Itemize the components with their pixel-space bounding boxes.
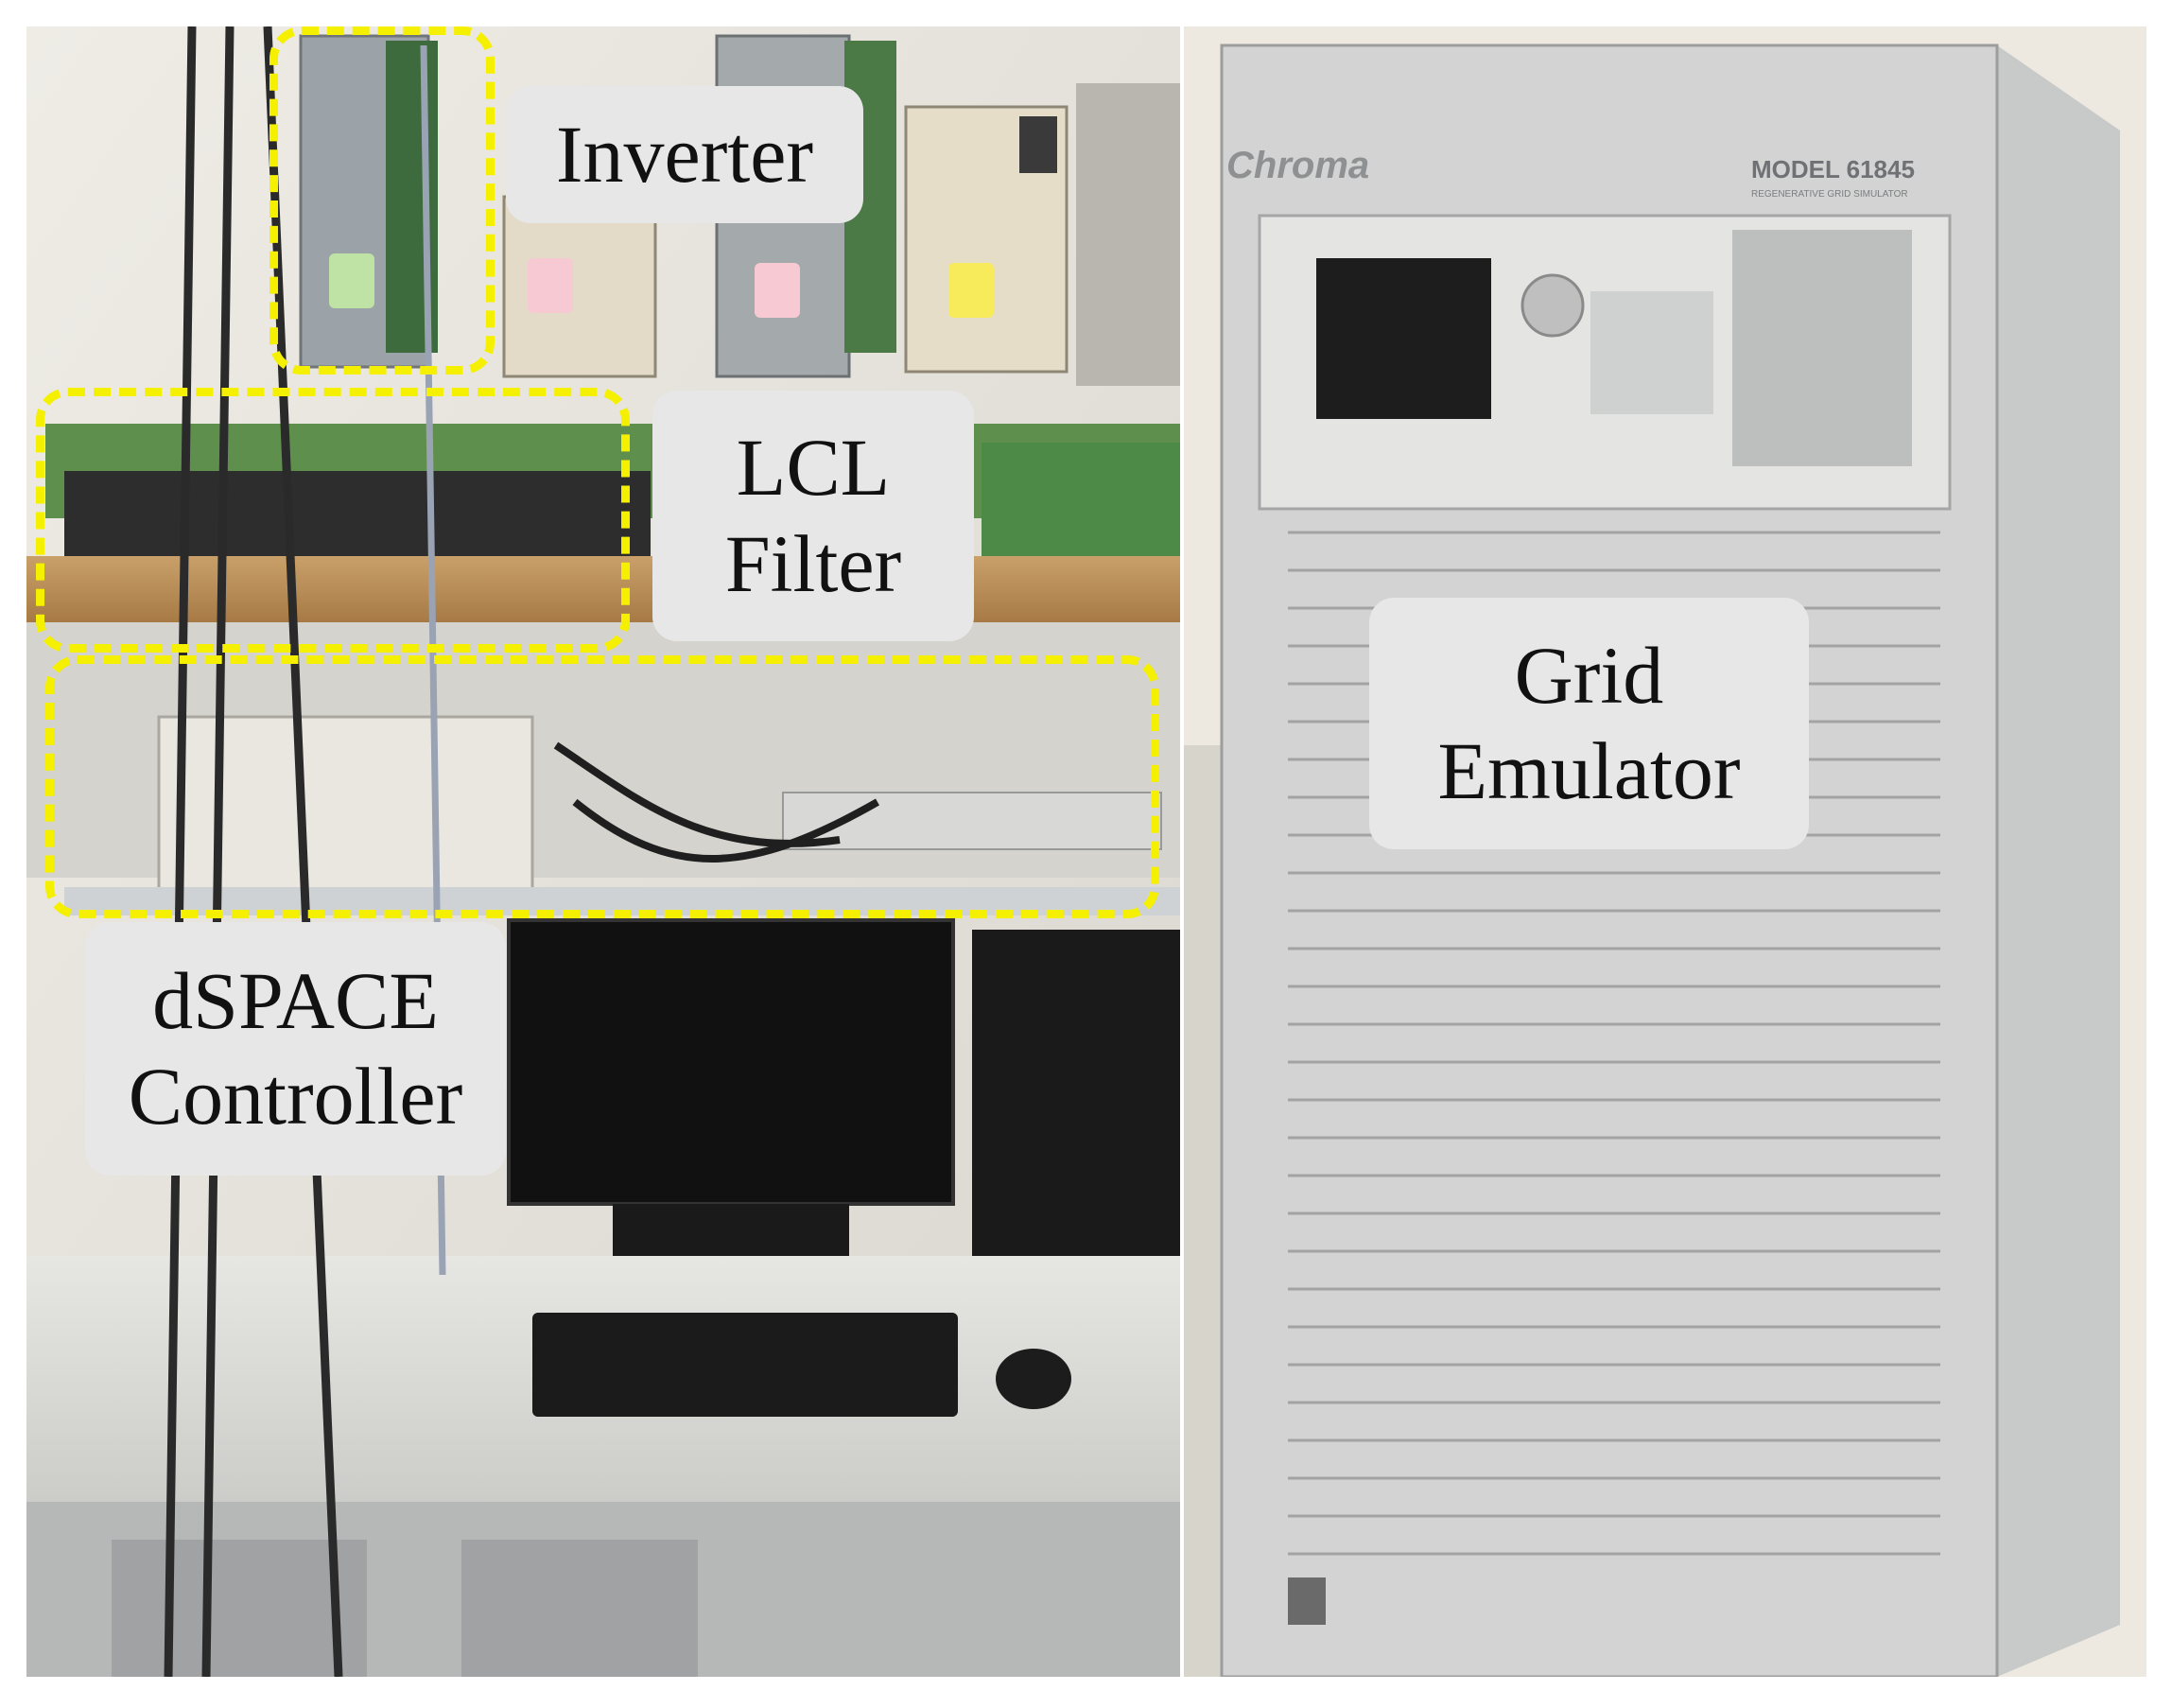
inverter-highlight-box — [269, 26, 495, 375]
lcl-filter-highlight-box — [36, 388, 630, 653]
grid-emulator-label: Grid Emulator — [1369, 598, 1809, 849]
pc-tower — [972, 930, 1180, 1289]
grid-label-line1: Grid — [1514, 629, 1664, 721]
dspace-label-line2: Controller — [128, 1051, 463, 1142]
grid-emulator-photo: Chroma MODEL 61845 REGENERATIVE GRID SIM… — [1184, 26, 2146, 1677]
dspace-controller-label: dSPACE Controller — [85, 922, 506, 1176]
grid-label-line2: Emulator — [1437, 725, 1741, 816]
mouse — [996, 1349, 1071, 1409]
lcl-filter-label: LCL Filter — [652, 391, 974, 641]
dspace-highlight-box — [45, 655, 1159, 918]
control-knob — [1520, 273, 1585, 338]
keyboard — [532, 1313, 958, 1417]
inverter-label-text: Inverter — [555, 108, 814, 200]
lab-bench-drawing — [26, 26, 1180, 1677]
lcl-label-line1: LCL — [736, 422, 891, 514]
dspace-label-line1: dSPACE — [152, 954, 439, 1046]
model-subtext: REGENERATIVE GRID SIMULATOR — [1751, 189, 1908, 200]
display-screen — [1316, 258, 1491, 419]
model-text: MODEL 61845 — [1751, 155, 1915, 183]
inverter-2a — [502, 195, 657, 378]
monitor — [507, 918, 955, 1206]
lab-bench-photo — [26, 26, 1180, 1677]
brand-logo-text: Chroma — [1226, 145, 1369, 186]
lcl-label-line2: Filter — [724, 517, 902, 609]
inverter-label: Inverter — [506, 86, 863, 223]
grid-emulator-drawing: Chroma MODEL 61845 REGENERATIVE GRID SIM… — [1184, 26, 2146, 1677]
